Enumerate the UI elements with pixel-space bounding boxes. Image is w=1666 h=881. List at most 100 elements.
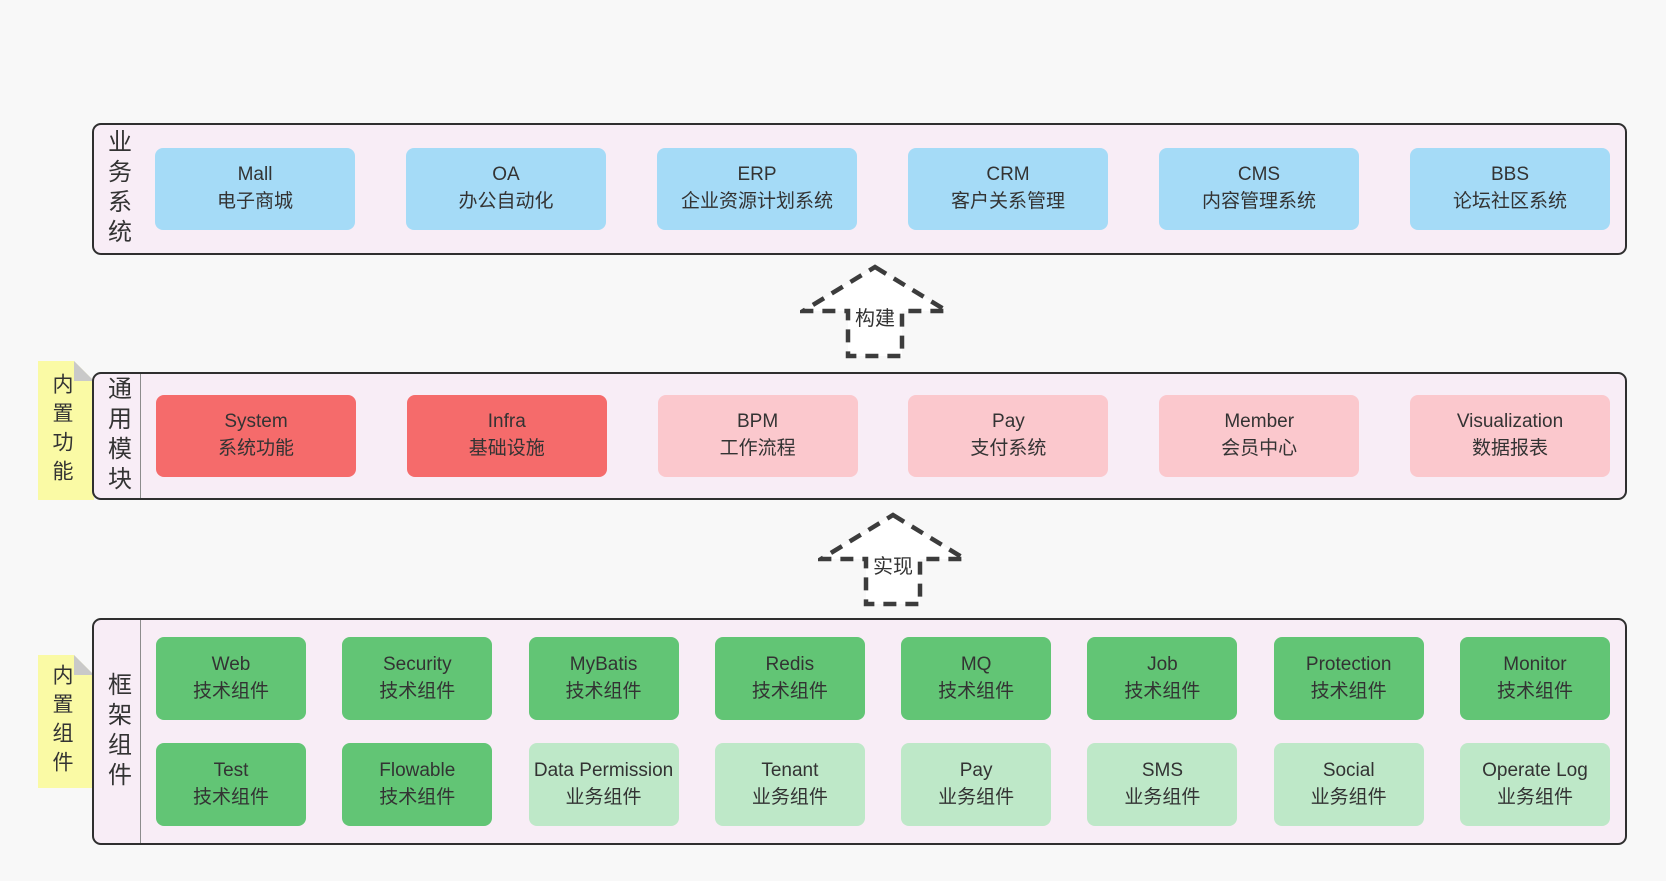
box-desc: 客户关系管理 [950,191,1065,212]
box-name: Pay [959,759,993,781]
box-desc: 内容管理系统 [1201,191,1316,212]
box-name: CRM [986,164,1030,186]
panel-business-systems: 业务系统 Mall 电子商城 OA 办公自动化 ERP 企业资源计划系统 CRM 客户关系管理… [92,123,1627,255]
box-security: Security 技术组件 [342,637,493,720]
box-desc: 技术组件 [565,680,642,702]
box-erp: ERP 企业资源计划系统 [657,148,857,230]
box-row: Mall 电子商城 OA 办公自动化 ERP 企业资源计划系统 CRM 客户关系管理 CMS 内容… [155,148,1610,230]
box-oa: OA 办公自动化 [406,148,606,230]
box-name: BPM [737,411,779,433]
box-name: MQ [960,653,992,675]
box-desc: 业务组件 [565,786,642,808]
panel-content: System 系统功能 Infra 基础设施 BPM 工作流程 Pay 支付系统 Member 会… [141,374,1625,498]
box-desc: 办公自动化 [458,191,554,212]
box-member: Member 会员中心 [1159,395,1360,477]
box-pay: Pay 业务组件 [901,743,1052,826]
box-desc: 会员中心 [1221,438,1298,459]
box-row: System 系统功能 Infra 基础设施 BPM 工作流程 Pay 支付系统 Member 会… [156,395,1610,477]
box-mall: Mall 电子商城 [155,148,355,230]
box-bbs: BBS 论坛社区系统 [1410,148,1610,230]
panel-common-modules: 通用模块 System 系统功能 Infra 基础设施 BPM 工作流程 Pay 支付系统 Me… [92,372,1627,500]
panel-label-text: 业务系统 [103,129,131,249]
box-test: Test 技术组件 [156,743,306,826]
box-desc: 系统功能 [217,438,294,459]
panel-label-text: 框架组件 [103,671,131,792]
sticky-note-label: 内置功能 [50,372,73,489]
folded-corner-icon [74,655,94,675]
box-name: SMS [1141,759,1183,781]
box-desc: 业务组件 [751,786,828,808]
sticky-note-builtin-components: 内置组件 [38,655,94,788]
box-desc: 技术组件 [192,786,269,808]
box-name: Security [382,653,452,675]
box-data-permission: Data Permission 业务组件 [528,743,679,826]
box-desc: 技术组件 [751,680,828,702]
box-desc: 业务组件 [1496,786,1573,808]
box-sms: SMS 业务组件 [1087,743,1238,826]
box-bpm: BPM 工作流程 [657,395,858,477]
panel-label-text: 通用模块 [103,376,131,496]
box-name: Infra [487,411,526,433]
box-name: ERP [737,164,777,186]
box-desc: 业务组件 [938,786,1015,808]
box-name: Social [1322,759,1375,781]
box-name: Data Permission [533,759,674,781]
box-social: Social 业务组件 [1273,743,1424,826]
box-job: Job 技术组件 [1087,637,1238,720]
box-desc: 企业资源计划系统 [680,191,833,212]
box-name: Job [1147,653,1178,675]
box-name: System [224,411,288,433]
box-desc: 工作流程 [719,438,796,459]
box-name: Test [213,759,249,781]
sticky-note-label: 内置组件 [50,663,73,780]
box-system: System 系统功能 [156,395,356,477]
box-desc: 论坛社区系统 [1452,191,1567,212]
box-name: Flowable [379,759,456,781]
arrow-label-implement: 实现 [870,550,916,579]
box-mybatis: MyBatis 技术组件 [528,637,679,720]
panel-content: Mall 电子商城 OA 办公自动化 ERP 企业资源计划系统 CRM 客户关系管理 CMS 内容… [140,125,1625,253]
box-name: MyBatis [569,653,638,675]
box-desc: 支付系统 [970,438,1047,459]
box-name: Member [1224,411,1295,433]
box-operate-log: Operate Log 业务组件 [1459,743,1610,826]
box-name: Operate Log [1482,759,1588,781]
box-pay: Pay 支付系统 [908,395,1109,477]
box-desc: 技术组件 [379,680,456,702]
box-desc: 业务组件 [1124,786,1201,808]
box-desc: 技术组件 [1124,680,1201,702]
box-desc: 电子商城 [216,191,293,212]
box-desc: 技术组件 [1496,680,1573,702]
box-name: Pay [992,411,1025,433]
box-name: Redis [765,653,815,675]
box-name: OA [492,164,520,186]
box-name: BBS [1490,164,1530,186]
box-desc: 业务组件 [1310,786,1387,808]
box-desc: 技术组件 [1310,680,1387,702]
box-desc: 基础设施 [468,438,545,459]
box-name: Monitor [1503,653,1567,675]
box-infra: Infra 基础设施 [406,395,607,477]
box-name: CMS [1237,164,1281,186]
box-name: Visualization [1456,411,1564,433]
box-desc: 技术组件 [192,680,269,702]
box-cms: CMS 内容管理系统 [1159,148,1359,230]
box-crm: CRM 客户关系管理 [908,148,1108,230]
box-name: Tenant [761,759,819,781]
box-visualization: Visualization 数据报表 [1409,395,1610,477]
box-tenant: Tenant 业务组件 [714,743,865,826]
panel-side-label: 通用模块 [94,374,141,498]
box-name: Mall [237,164,273,186]
box-monitor: Monitor 技术组件 [1459,637,1610,720]
panel-side-label: 框架组件 [94,620,141,843]
box-redis: Redis 技术组件 [714,637,865,720]
box-desc: 数据报表 [1471,438,1548,459]
